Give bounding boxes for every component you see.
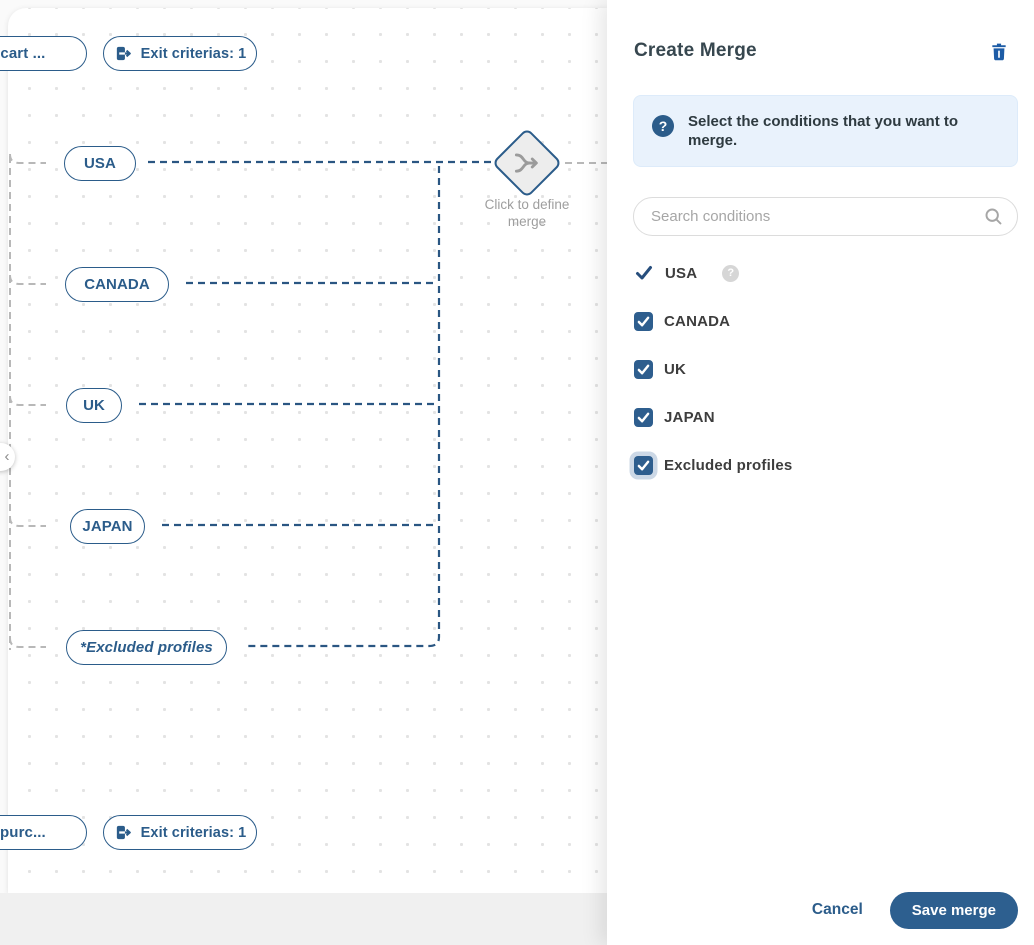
gray-stub-japan	[9, 516, 46, 527]
delete-merge-button[interactable]	[989, 41, 1009, 62]
merge-arrows-icon	[506, 142, 548, 184]
search-conditions-input[interactable]	[633, 197, 1018, 236]
condition-label-excluded-profiles: Excluded profiles	[664, 456, 793, 474]
line-collector-excluded	[244, 166, 441, 648]
save-merge-button[interactable]: Save merge	[889, 891, 1018, 929]
checkbox-uk[interactable]	[634, 359, 653, 379]
branch-node-usa[interactable]: USA	[64, 146, 136, 181]
condition-row-canada: CANADA	[607, 297, 1034, 345]
search-icon	[983, 206, 1004, 227]
condition-label-usa: USA	[665, 264, 698, 282]
branch-node-uk[interactable]: UK	[66, 388, 122, 423]
panel-header: Create Merge	[607, 0, 1034, 62]
question-circle-icon: ?	[652, 115, 674, 137]
panel-title: Create Merge	[634, 40, 757, 61]
gray-stub-uk	[9, 395, 46, 406]
merge-node[interactable]	[491, 127, 563, 199]
condition-label-uk: UK	[664, 360, 687, 378]
branch-node-japan[interactable]: JAPAN	[70, 509, 145, 544]
exit-criterias-top-label: Exit criterias: 1	[140, 45, 247, 62]
condition-row-usa: USA ?	[607, 249, 1034, 297]
condition-row-excluded-profiles: Excluded profiles	[607, 441, 1034, 489]
info-banner: ? Select the conditions that you want to…	[633, 95, 1018, 167]
trash-icon	[989, 43, 1009, 65]
help-icon[interactable]: ?	[722, 264, 740, 282]
condition-label-japan: JAPAN	[664, 408, 715, 426]
branch-node-excluded-label: *Excluded profiles	[80, 639, 213, 656]
cancel-button[interactable]: Cancel	[811, 901, 863, 918]
checkmark-icon	[634, 263, 654, 283]
collapse-panel-button[interactable]: ‹	[0, 443, 15, 471]
checkbox-canada[interactable]	[634, 311, 653, 331]
branch-node-canada[interactable]: CANADA	[65, 267, 169, 302]
entry-node-bottom-label: on purc...	[0, 824, 46, 841]
canvas-footer-bar	[0, 893, 607, 945]
condition-label-canada: CANADA	[664, 312, 731, 330]
entry-node-top-label: on cart ...	[0, 45, 46, 62]
exit-icon	[114, 823, 133, 842]
exit-icon	[114, 44, 133, 63]
entry-node-bottom[interactable]: on purc...	[0, 815, 87, 850]
gray-stub-excluded	[9, 637, 46, 648]
flow-canvas[interactable]: on cart ... Exit criterias: 1 USA CANADA…	[0, 0, 607, 945]
branch-node-usa-label: USA	[84, 155, 116, 172]
branch-node-uk-label: UK	[83, 397, 105, 414]
panel-footer: Cancel Save merge	[607, 887, 1034, 945]
merge-hint-text: Click to define merge	[484, 197, 570, 229]
connector-lines	[9, 153, 607, 650]
branch-node-excluded-profiles[interactable]: *Excluded profiles	[66, 630, 227, 665]
create-merge-panel: Create Merge ? Select the conditions tha…	[607, 0, 1034, 945]
condition-row-uk: UK	[607, 345, 1034, 393]
exit-criterias-bottom-label: Exit criterias: 1	[140, 824, 247, 841]
gray-stub-canada	[9, 274, 46, 285]
exit-criterias-top-button[interactable]: Exit criterias: 1	[103, 36, 257, 71]
search-conditions	[633, 197, 1018, 236]
branch-node-japan-label: JAPAN	[82, 518, 133, 535]
entry-node-top[interactable]: on cart ...	[0, 36, 87, 71]
exit-criterias-bottom-button[interactable]: Exit criterias: 1	[103, 815, 257, 850]
checkbox-excluded-profiles[interactable]	[634, 455, 653, 475]
conditions-list: USA ? CANADA UK	[607, 249, 1034, 489]
info-banner-text: Select the conditions that you want to m…	[688, 113, 959, 149]
branch-node-canada-label: CANADA	[84, 276, 150, 293]
condition-row-japan: JAPAN	[607, 393, 1034, 441]
checkbox-japan[interactable]	[634, 407, 653, 427]
gray-stub-usa	[9, 153, 46, 164]
